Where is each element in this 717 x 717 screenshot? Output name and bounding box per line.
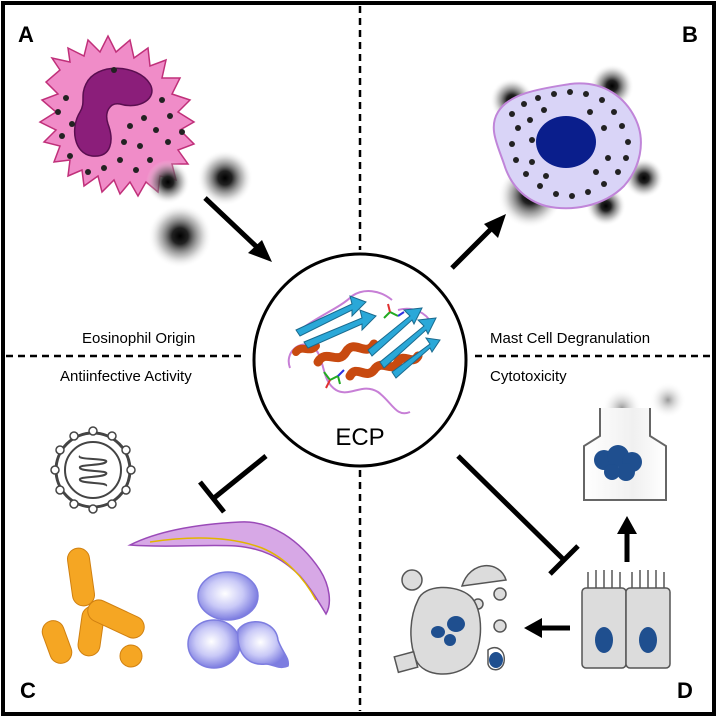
bacteria-icon (41, 547, 145, 668)
dying-cell-icon (393, 564, 507, 675)
inhibit-arrow-c (198, 454, 268, 514)
panel-b-letter: B (682, 22, 698, 47)
arrow-a-to-center (203, 196, 272, 262)
caption-eosinophil-origin: Eosinophil Origin (82, 330, 195, 347)
mast-cell-icon (490, 64, 664, 228)
eosinophil-icon (38, 34, 196, 198)
virus-icon (50, 426, 136, 514)
panel-a-letter: A (18, 22, 34, 47)
arrow-d-left (524, 618, 570, 638)
caption-mast-cell-degranulation: Mast Cell Degranulation (490, 330, 650, 347)
caption-antiinfective-activity: Antiinfective Activity (60, 368, 192, 385)
caption-cytotoxicity: Cytotoxicity (490, 368, 567, 385)
epithelial-cells-icon (581, 570, 671, 669)
granule-icon (146, 150, 253, 268)
arrow-d-up (617, 516, 637, 562)
parasite-icon (127, 521, 331, 616)
arrow-center-to-b (450, 214, 506, 270)
protein-structure-icon (287, 290, 441, 415)
yeast-icon (187, 571, 290, 669)
ecp-label: ECP (335, 424, 384, 451)
panel-c-letter: C (20, 678, 36, 703)
inhibit-arrow-d (456, 454, 580, 576)
center-circle (252, 252, 468, 468)
panel-d-letter: D (677, 678, 693, 703)
damaged-cell-icon (583, 382, 686, 501)
